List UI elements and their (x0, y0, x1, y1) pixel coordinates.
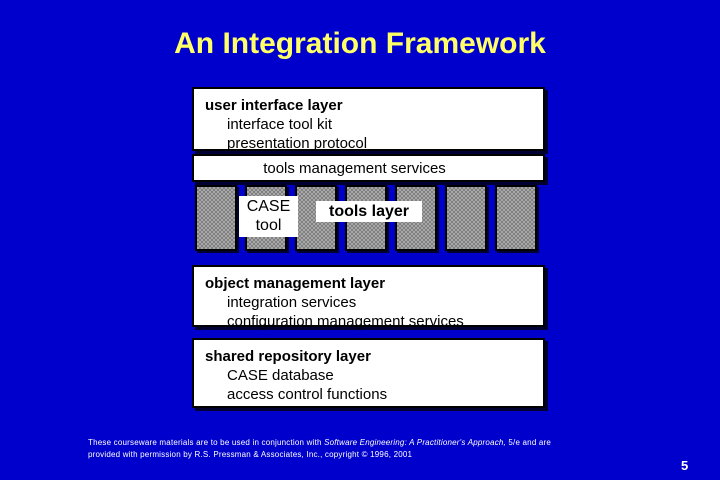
shared-repository-layer-line-2: access control functions (227, 386, 388, 403)
case-tool-label: CASE tool (239, 196, 298, 237)
footer-line-1-part-2: 5/e and are (505, 438, 552, 447)
tools-layer-strip: CASE tool tools layer (192, 185, 545, 251)
case-tool-label-line-1: CASE (246, 198, 291, 215)
footer-line-1: These courseware materials are to be use… (88, 437, 648, 449)
user-interface-layer-line-2: presentation protocol (227, 135, 368, 152)
user-interface-layer-header: user interface layer (205, 97, 343, 114)
object-management-layer-line-1: integration services (227, 294, 357, 311)
page-title: An Integration Framework (174, 27, 546, 60)
tool-box (445, 185, 487, 251)
tool-box (195, 185, 237, 251)
object-management-layer-line-2: configuration management services (227, 313, 464, 330)
footer-credits: These courseware materials are to be use… (88, 437, 648, 461)
user-interface-layer-line-1: interface tool kit (227, 116, 333, 133)
footer-line-2: provided with permission by R.S. Pressma… (88, 450, 413, 459)
footer-book-title: Software Engineering: A Practitioner's A… (324, 438, 506, 447)
shared-repository-layer-line-1: CASE database (227, 367, 334, 384)
tools-layer-label: tools layer (316, 201, 422, 222)
shared-repository-layer-header: shared repository layer (205, 348, 371, 365)
layer-box-object-management: object management layer integration serv… (192, 265, 545, 330)
layer-box-user-interface: user interface layer interface tool kit … (192, 87, 545, 152)
page-number: 5 (681, 458, 689, 473)
tool-box (495, 185, 537, 251)
layer-box-shared-repository: shared repository layer CASE database ac… (192, 338, 545, 408)
tools-management-services-header: tools management services (263, 160, 446, 177)
layer-box-tools-management: tools management services (192, 154, 545, 182)
footer-line-1-part-1: These courseware materials are to be use… (88, 438, 325, 447)
object-management-layer-header: object management layer (205, 275, 386, 292)
case-tool-label-line-2: tool (255, 217, 282, 234)
